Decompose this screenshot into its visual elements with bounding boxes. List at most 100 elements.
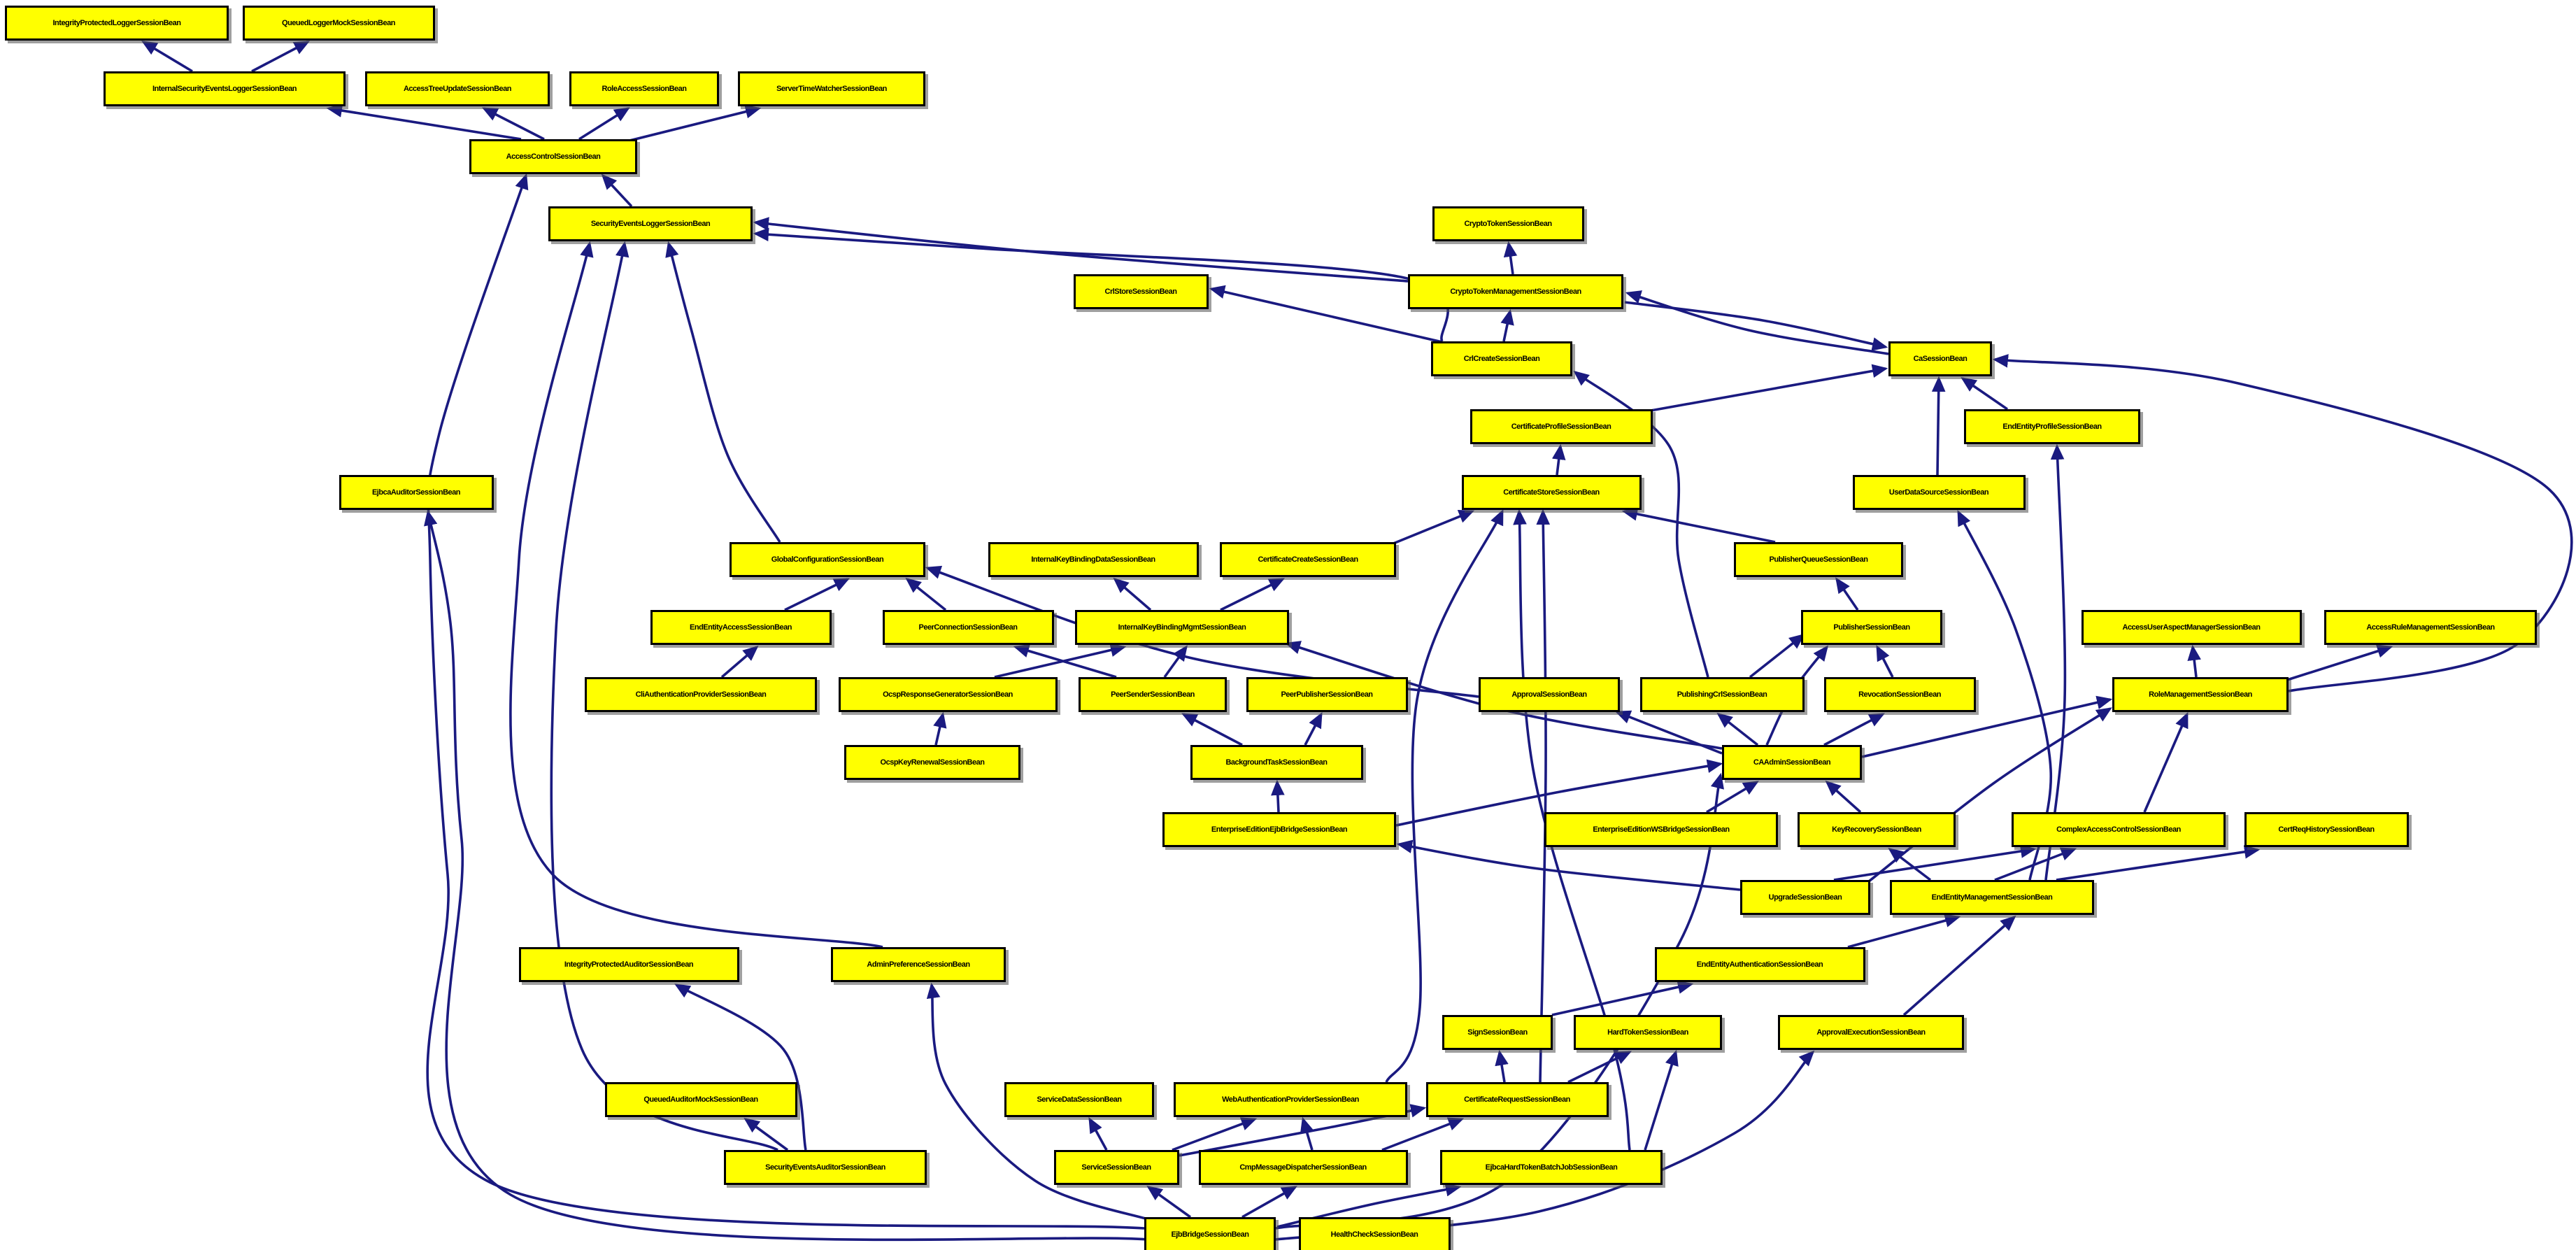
node-EnterpriseEditionEjbBridge[interactable]: EnterpriseEditionEjbBridgeSessionBean <box>1162 812 1396 847</box>
edge-EjbBridge-to-ServiceSession <box>1146 1186 1192 1219</box>
edge-PublisherQueue-to-CertificateStore <box>1621 507 1776 544</box>
node-InternalSecurityEventsLogger[interactable]: InternalSecurityEventsLoggerSessionBean <box>104 71 346 106</box>
node-Upgrade[interactable]: UpgradeSessionBean <box>1740 880 1870 915</box>
node-PublishingCrl[interactable]: PublishingCrlSessionBean <box>1639 677 1805 712</box>
node-Publisher[interactable]: PublisherSessionBean <box>1801 610 1942 645</box>
node-ApprovalExecution[interactable]: ApprovalExecutionSessionBean <box>1778 1015 1964 1050</box>
node-EndEntityAccess[interactable]: EndEntityAccessSessionBean <box>650 610 832 645</box>
edge-AccessControl-to-AccessTreeUpdate <box>482 107 545 141</box>
node-Revocation[interactable]: RevocationSessionBean <box>1823 677 1976 712</box>
node-AccessControl[interactable]: AccessControlSessionBean <box>469 139 637 174</box>
edge-EndEntityManagement-to-CertReqHistory <box>2056 845 2261 881</box>
node-InternalKeyBindingMgmt[interactable]: InternalKeyBindingMgmtSessionBean <box>1075 610 1289 645</box>
node-AccessUserAspectManager[interactable]: AccessUserAspectManagerSessionBean <box>2081 610 2302 645</box>
edge-EnterpriseEditionEjbBridge-to-BackgroundTask <box>1271 779 1285 813</box>
node-RoleManagement[interactable]: RoleManagementSessionBean <box>2112 677 2289 712</box>
node-KeyRecovery[interactable]: KeyRecoverySessionBean <box>1798 812 1956 847</box>
edge-AccessControl-to-ServerTimeWatcher <box>615 105 762 145</box>
node-ServerTimeWatcher[interactable]: ServerTimeWatcherSessionBean <box>738 71 925 106</box>
node-ServiceData[interactable]: ServiceDataSessionBean <box>1004 1082 1154 1117</box>
edge-PeerSender-to-PeerConnection <box>1013 644 1117 679</box>
node-OcspResponseGenerator[interactable]: OcspResponseGeneratorSessionBean <box>838 677 1058 712</box>
node-HealthCheck[interactable]: HealthCheckSessionBean <box>1298 1217 1451 1250</box>
edge-ServiceSession-to-WebAuthenticationProvider <box>1172 1117 1258 1151</box>
node-AdminPreference[interactable]: AdminPreferenceSessionBean <box>831 947 1006 982</box>
node-CAAdmin[interactable]: CAAdminSessionBean <box>1722 745 1862 780</box>
edge-EndEntityAuthentication-to-EndEntityManagement <box>1847 914 1961 949</box>
node-CertificateProfile[interactable]: CertificateProfileSessionBean <box>1470 409 1653 444</box>
node-IntegrityProtectedLogger[interactable]: IntegrityProtectedLoggerSessionBean <box>5 6 229 41</box>
node-PublisherQueue[interactable]: PublisherQueueSessionBean <box>1734 542 1903 577</box>
node-EndEntityProfile[interactable]: EndEntityProfileSessionBean <box>1964 409 2140 444</box>
node-ServiceSession[interactable]: ServiceSessionBean <box>1053 1150 1179 1185</box>
node-GlobalConfiguration[interactable]: GlobalConfigurationSessionBean <box>730 542 925 577</box>
edge-EndEntityManagement-to-KeyRecovery <box>1888 847 1932 881</box>
node-PeerSender[interactable]: PeerSenderSessionBean <box>1079 677 1227 712</box>
node-AccessRuleManagement[interactable]: AccessRuleManagementSessionBean <box>2324 610 2537 645</box>
edge-InternalSecurityEventsLogger-to-IntegrityProtectedLogger <box>141 41 193 73</box>
node-BackgroundTask[interactable]: BackgroundTaskSessionBean <box>1190 745 1363 780</box>
edge-OcspResponseGenerator-to-InternalKeyBindingMgmt <box>994 643 1127 679</box>
edge-SecurityEventsLogger-to-AccessControl <box>601 173 633 208</box>
node-SignSession[interactable]: SignSessionBean <box>1442 1015 1553 1050</box>
node-IntegrityProtectedAuditor[interactable]: IntegrityProtectedAuditorSessionBean <box>518 947 739 982</box>
node-WebAuthenticationProvider[interactable]: WebAuthenticationProviderSessionBean <box>1174 1082 1407 1117</box>
node-ApprovalSession[interactable]: ApprovalSessionBean <box>1479 677 1620 712</box>
edge-SecurityEventsAuditor-to-SecurityEventsLogger <box>550 241 778 1151</box>
edge-CaSession-to-CryptoTokenManagement <box>1625 290 1889 355</box>
node-QueuedAuditorMock[interactable]: QueuedAuditorMockSessionBean <box>604 1082 797 1117</box>
node-SecurityEventsAuditor[interactable]: SecurityEventsAuditorSessionBean <box>724 1150 927 1185</box>
edge-WebAuthenticationProvider-to-CertificateStore <box>1385 509 1504 1083</box>
node-EndEntityAuthentication[interactable]: EndEntityAuthenticationSessionBean <box>1654 947 1865 982</box>
node-CertificateStore[interactable]: CertificateStoreSessionBean <box>1461 475 1642 510</box>
edge-Upgrade-to-EnterpriseEditionEjbBridge <box>1396 839 1741 891</box>
node-ComplexAccessControl[interactable]: ComplexAccessControlSessionBean <box>2012 812 2226 847</box>
edge-InternalKeyBindingMgmt-to-InternalKeyBindingData <box>1113 577 1152 611</box>
node-CrlCreate[interactable]: CrlCreateSessionBean <box>1431 341 1572 376</box>
edge-EjbcaHardTokenBatchJob-to-HardToken <box>1644 1049 1679 1151</box>
edge-Publisher-to-PublisherQueue <box>1835 577 1859 611</box>
edge-CAAdmin-to-PublishingCrl <box>1716 712 1759 746</box>
node-CertReqHistory[interactable]: CertReqHistorySessionBean <box>2244 812 2409 847</box>
node-UserDataSource[interactable]: UserDataSourceSessionBean <box>1852 475 2026 510</box>
edge-AccessControl-to-InternalSecurityEventsLogger <box>326 104 522 141</box>
edge-Revocation-to-Publisher <box>1876 645 1894 678</box>
edge-EjbBridge-to-AccessControl <box>426 173 1145 1230</box>
node-EndEntityManagement[interactable]: EndEntityManagementSessionBean <box>1890 880 2094 915</box>
node-InternalKeyBindingData[interactable]: InternalKeyBindingDataSessionBean <box>988 542 1199 577</box>
edge-RoleManagement-to-AccessRuleManagement <box>2286 644 2393 681</box>
edge-SecurityEventsAuditor-to-IntegrityProtectedAuditor <box>674 983 807 1151</box>
edge-EndEntityProfile-to-CaSession <box>1961 377 2009 411</box>
edge-EjbBridge-to-EjbcaAuditor <box>424 509 1149 1242</box>
node-CertificateRequest[interactable]: CertificateRequestSessionBean <box>1425 1082 1609 1117</box>
node-OcspKeyRenewal[interactable]: OcspKeyRenewalSessionBean <box>844 745 1020 780</box>
node-CertificateCreate[interactable]: CertificateCreateSessionBean <box>1220 542 1396 577</box>
edge-InternalSecurityEventsLogger-to-QueuedLoggerMock <box>251 41 310 73</box>
node-HardToken[interactable]: HardTokenSessionBean <box>1574 1015 1722 1050</box>
node-PeerPublisher[interactable]: PeerPublisherSessionBean <box>1246 677 1408 712</box>
edge-CryptoTokenManagement-to-CryptoToken <box>1503 241 1518 275</box>
node-SecurityEventsLogger[interactable]: SecurityEventsLoggerSessionBean <box>548 206 753 241</box>
node-PeerConnection[interactable]: PeerConnectionSessionBean <box>882 610 1054 645</box>
node-EjbcaHardTokenBatchJob[interactable]: EjbcaHardTokenBatchJobSessionBean <box>1440 1150 1663 1185</box>
edge-ApprovalExecution-to-EndEntityManagement <box>1902 915 2016 1016</box>
edge-EjbBridge-to-AdminPreference <box>926 982 1153 1222</box>
node-RoleAccess[interactable]: RoleAccessSessionBean <box>569 71 719 106</box>
node-EnterpriseEditionWSBridge[interactable]: EnterpriseEditionWSBridgeSessionBean <box>1544 812 1778 847</box>
node-AccessTreeUpdate[interactable]: AccessTreeUpdateSessionBean <box>365 71 550 106</box>
edge-CrlCreate-to-CryptoTokenManagement <box>1500 308 1514 342</box>
edge-CmpMessageDispatcher-to-WebAuthenticationProvider <box>1300 1116 1314 1151</box>
edge-CliAuthenticationProvider-to-EndEntityAccess <box>720 645 759 679</box>
node-CaSession[interactable]: CaSessionBean <box>1888 341 1992 376</box>
node-CrlStore[interactable]: CrlStoreSessionBean <box>1073 274 1209 309</box>
node-EjbBridge[interactable]: EjbBridgeSessionBean <box>1144 1217 1276 1250</box>
node-EjbcaAuditor[interactable]: EjbcaAuditorSessionBean <box>339 475 494 510</box>
node-QueuedLoggerMock[interactable]: QueuedLoggerMockSessionBean <box>242 6 435 41</box>
node-CryptoToken[interactable]: CryptoTokenSessionBean <box>1432 206 1584 241</box>
node-CmpMessageDispatcher[interactable]: CmpMessageDispatcherSessionBean <box>1198 1150 1408 1185</box>
edge-BackgroundTask-to-PeerPublisher <box>1304 712 1323 746</box>
edge-SignSession-to-EndEntityAuthentication <box>1551 980 1694 1016</box>
node-CliAuthenticationProvider[interactable]: CliAuthenticationProviderSessionBean <box>585 677 817 712</box>
node-CryptoTokenManagement[interactable]: CryptoTokenManagementSessionBean <box>1408 274 1623 309</box>
